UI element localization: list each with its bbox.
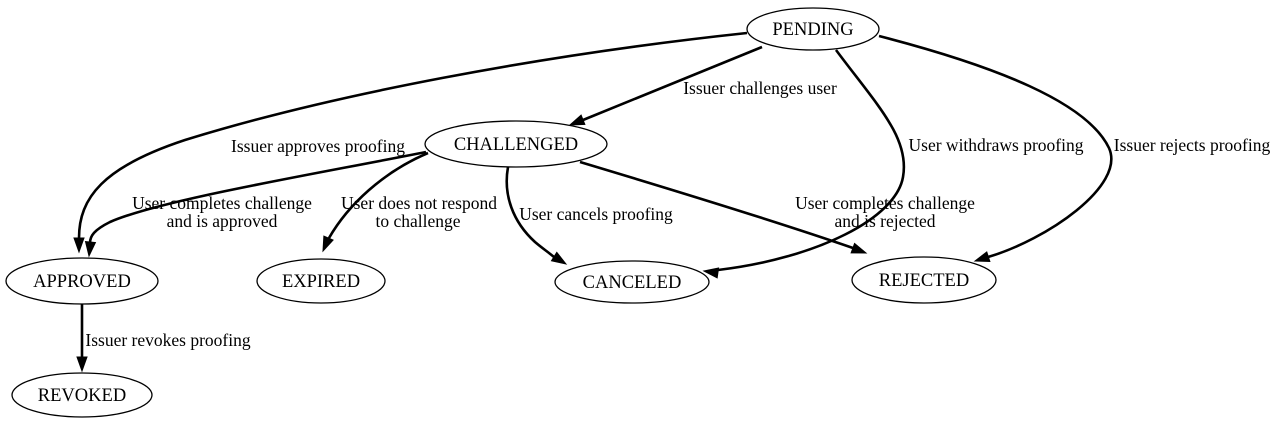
- edge-pending-rejected: [878, 34, 1113, 259]
- edge-label-issuer-revokes-proofing: Issuer revokes proofing: [85, 330, 250, 350]
- arrowhead-challenged-rejected: [850, 242, 868, 254]
- node-expired-label: EXPIRED: [282, 272, 360, 292]
- edge-label-user-completes-approved-line1: User completes challenge: [132, 193, 312, 213]
- edge-pending-approved: [77, 31, 748, 239]
- arrowhead-pending-challenged: [568, 114, 586, 126]
- arrowhead-challenged-canceled: [550, 251, 568, 265]
- edge-pending-challenged: [582, 45, 763, 122]
- node-challenged-label: CHALLENGED: [454, 135, 578, 155]
- node-expired: EXPIRED: [256, 258, 386, 304]
- edge-label-issuer-rejects-proofing: Issuer rejects proofing: [1114, 135, 1271, 155]
- arrowhead-pending-approved: [73, 237, 85, 254]
- node-revoked-label: REVOKED: [38, 386, 126, 406]
- node-canceled: CANCELED: [554, 260, 710, 304]
- node-canceled-ellipse: [554, 260, 710, 304]
- node-rejected: REJECTED: [851, 256, 997, 304]
- node-challenged: CHALLENGED: [424, 120, 608, 168]
- node-revoked-ellipse: [11, 372, 153, 418]
- edge-label-user-no-respond-line1: User does not respond: [341, 193, 497, 213]
- node-rejected-ellipse: [851, 256, 997, 304]
- edge-challenged-canceled: [505, 166, 555, 258]
- edge-challenged-expired: [327, 151, 429, 239]
- arrowhead-pending-canceled: [702, 267, 720, 279]
- node-approved-ellipse: [5, 257, 159, 305]
- node-approved-label: APPROVED: [33, 272, 131, 292]
- node-revoked: REVOKED: [11, 372, 153, 418]
- edge-labels: Issuer challenges user Issuer approves p…: [85, 78, 1270, 350]
- node-rejected-label: REJECTED: [879, 271, 969, 291]
- node-canceled-label: CANCELED: [583, 273, 682, 293]
- edge-label-user-cancels-proofing: User cancels proofing: [519, 204, 673, 224]
- node-challenged-ellipse: [424, 120, 608, 168]
- arrowhead-pending-rejected: [973, 251, 991, 262]
- edge-label-user-completes-approved-line2: and is approved: [167, 211, 278, 231]
- node-pending-label: PENDING: [772, 20, 853, 40]
- edge-label-user-withdraws-proofing: User withdraws proofing: [909, 135, 1084, 155]
- edges: [73, 31, 1113, 373]
- edge-challenged-rejected: [579, 160, 854, 250]
- node-pending: PENDING: [746, 7, 880, 51]
- edge-pending-canceled: [717, 49, 906, 272]
- arrowhead-approved-revoked: [76, 356, 88, 373]
- edge-challenged-approved: [88, 150, 427, 244]
- edge-label-issuer-challenges-user: Issuer challenges user: [683, 78, 837, 98]
- edge-label-user-completes-rejected-line2: and is rejected: [834, 211, 935, 231]
- arrowhead-challenged-approved: [84, 240, 97, 258]
- arrowhead-challenged-expired: [322, 235, 334, 253]
- edge-label-issuer-approves-proofing: Issuer approves proofing: [231, 136, 405, 156]
- edge-label-user-no-respond-line2: to challenge: [375, 211, 460, 231]
- nodes: PENDING CHALLENGED APPROVED EXPIRED CANC…: [5, 7, 997, 418]
- edge-label-user-completes-rejected-line1: User completes challenge: [795, 193, 975, 213]
- node-approved: APPROVED: [5, 257, 159, 305]
- node-expired-ellipse: [256, 258, 386, 304]
- node-pending-ellipse: [746, 7, 880, 51]
